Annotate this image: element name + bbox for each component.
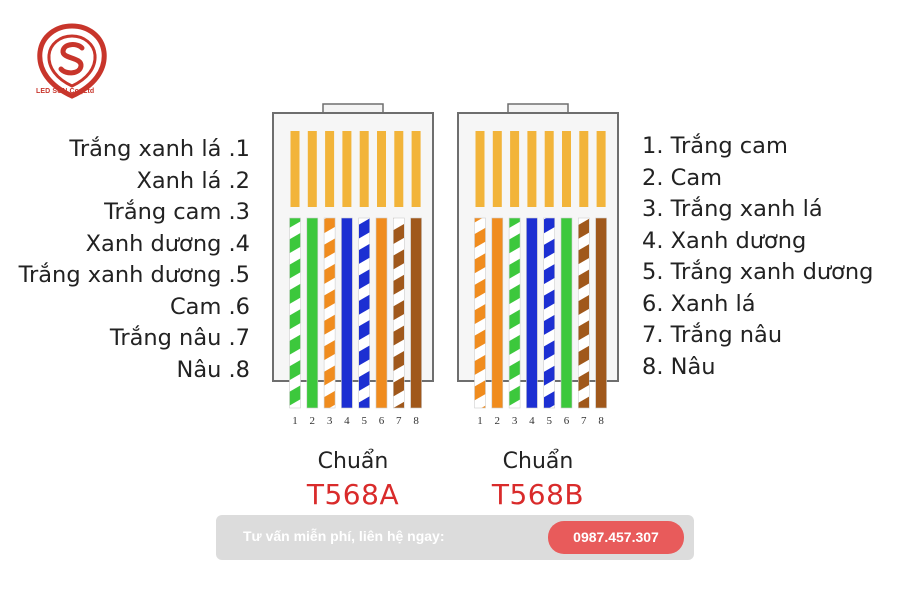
standard-code-t568a: T568A [306, 478, 400, 511]
pin-number: 2 [494, 415, 501, 427]
pin-number: 6 [563, 415, 570, 427]
gold-contact [342, 131, 352, 207]
gold-contact [377, 131, 386, 207]
gold-contact [596, 131, 606, 207]
wire-wb [358, 217, 371, 409]
brand-name: LED SUN Co.,Ltd [36, 88, 95, 95]
gold-contact [290, 131, 300, 207]
left-label-5: Trắng xanh dương .5 [18, 262, 250, 288]
wire-wbr [392, 217, 405, 409]
right-label-6: 6. Xanh lá [642, 290, 756, 317]
pin-number: 4 [529, 415, 535, 427]
left-label-4: Xanh dương .4 [85, 230, 250, 257]
gold-contact [492, 131, 502, 207]
led-sun-logo-icon [37, 23, 107, 99]
wire-o [491, 217, 504, 409]
wire-wb [543, 217, 556, 409]
pin-number: 2 [309, 415, 316, 427]
wire-wo [474, 217, 486, 409]
connector-t568b [457, 103, 619, 409]
right-pin-labels: 1. Trắng cam 2. Cam 3. Trắng xanh lá 4. … [642, 131, 873, 383]
standard-word-b: Chuẩn [502, 449, 574, 474]
left-label-3: Trắng cam .3 [104, 199, 250, 225]
left-label-6: Cam .6 [169, 293, 250, 320]
pin-number: 6 [378, 415, 385, 427]
left-pin-labels: Trắng xanh lá .1 Xanh lá .2 Trắng cam .3… [19, 134, 250, 386]
pin-number: 3 [326, 415, 333, 427]
standard-word-a: Chuẩn [317, 449, 389, 474]
wire-b [341, 217, 353, 409]
gold-contact [579, 131, 589, 207]
wire-wbr [577, 217, 590, 409]
gold-contact [562, 131, 571, 207]
gold-contact [359, 131, 369, 207]
gold-contact [544, 131, 554, 207]
pin-number: 7 [396, 415, 402, 427]
right-label-3: 3. Trắng xanh lá [642, 196, 823, 222]
right-label-8: 8. Nâu [642, 353, 716, 380]
right-label-2: 2. Cam [642, 164, 723, 191]
right-label-4: 4. Xanh dương [642, 227, 807, 254]
gold-contact [394, 131, 404, 207]
connector-t568a [272, 103, 434, 409]
wire-wo [323, 217, 336, 409]
gold-contact [307, 131, 317, 207]
left-label-7: Trắng nâu .7 [109, 325, 250, 351]
gold-contact [527, 131, 537, 207]
pin-number: 5 [546, 415, 552, 427]
pin-number: 5 [361, 415, 367, 427]
gold-contact [411, 131, 421, 207]
pin-number: 3 [511, 415, 518, 427]
pin-number: 8 [598, 415, 604, 427]
contact-text: Tư vấn miễn phí, liên hệ ngay: [243, 528, 445, 544]
pin-number: 8 [413, 415, 419, 427]
pin-number: 7 [581, 415, 587, 427]
gold-contact [475, 131, 485, 207]
right-label-7: 7. Trắng nâu [642, 322, 783, 348]
left-label-8: Nâu .8 [176, 356, 251, 383]
wire-b [526, 217, 538, 409]
wire-wg [508, 217, 521, 409]
left-label-1: Trắng xanh lá .1 [69, 136, 250, 162]
wire-g [560, 217, 573, 409]
pin-number: 1 [477, 415, 483, 427]
wire-br [595, 217, 607, 409]
pin-number: 1 [292, 415, 298, 427]
wire-br [410, 217, 422, 409]
standard-code-t568b: T568B [491, 478, 585, 511]
gold-contact [510, 131, 520, 207]
right-label-1: 1. Trắng cam [642, 133, 788, 159]
gold-contact [325, 131, 335, 207]
left-label-2: Xanh lá .2 [136, 167, 250, 194]
wire-wg [289, 217, 301, 409]
contact-bar: Tư vấn miễn phí, liên hệ ngay: 0987.457.… [216, 515, 694, 560]
right-label-5: 5. Trắng xanh dương [642, 259, 874, 285]
wire-o [375, 217, 388, 409]
wire-g [306, 217, 319, 409]
phone-button[interactable]: 0987.457.307 [548, 521, 684, 554]
pin-number: 4 [344, 415, 350, 427]
